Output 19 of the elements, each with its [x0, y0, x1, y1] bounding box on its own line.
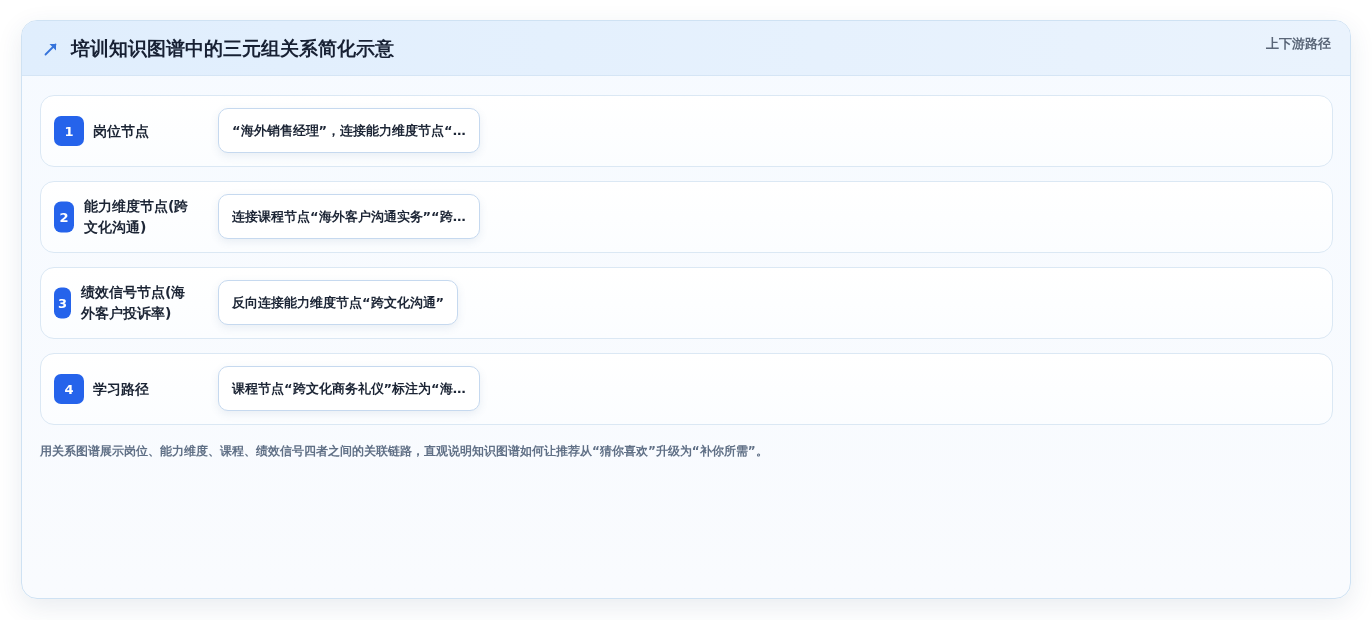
- diagram-title: 培训知识图谱中的三元组关系简化示意: [71, 36, 394, 61]
- step-row-card: [40, 181, 1333, 253]
- number-badge: 4: [54, 374, 84, 404]
- relation-note: 连接课程节点“海外客户沟通实务”“跨…: [218, 194, 480, 239]
- number-badge: 1: [54, 116, 84, 146]
- node-label: 岗位节点: [93, 121, 150, 141]
- step-row-card: [40, 95, 1333, 167]
- number-badge: 2: [54, 201, 74, 233]
- relation-note: 课程节点“跨文化商务礼仪”标注为“海…: [218, 366, 480, 411]
- node-label: 学习路径: [93, 379, 150, 399]
- node-label: 能力维度节点(跨文化沟通): [84, 197, 190, 237]
- node-label: 绩效信号节点(海外客户投诉率): [81, 283, 187, 323]
- relation-note: 反向连接能力维度节点“跨文化沟通”: [218, 280, 459, 325]
- step-row-card: [40, 353, 1333, 425]
- number-badge: 3: [54, 287, 71, 319]
- caption-text: 用关系图谱展示岗位、能力维度、课程、绩效信号四者之间的关联链路，直观说明知识图谱如何让推荐从“猜你喜欢”升级为“补你所需”。: [40, 443, 768, 460]
- section-tag: 上下游路径: [1266, 36, 1331, 53]
- step-row-card: [40, 267, 1333, 339]
- relation-note: “海外销售经理”，连接能力维度节点“…: [218, 108, 480, 153]
